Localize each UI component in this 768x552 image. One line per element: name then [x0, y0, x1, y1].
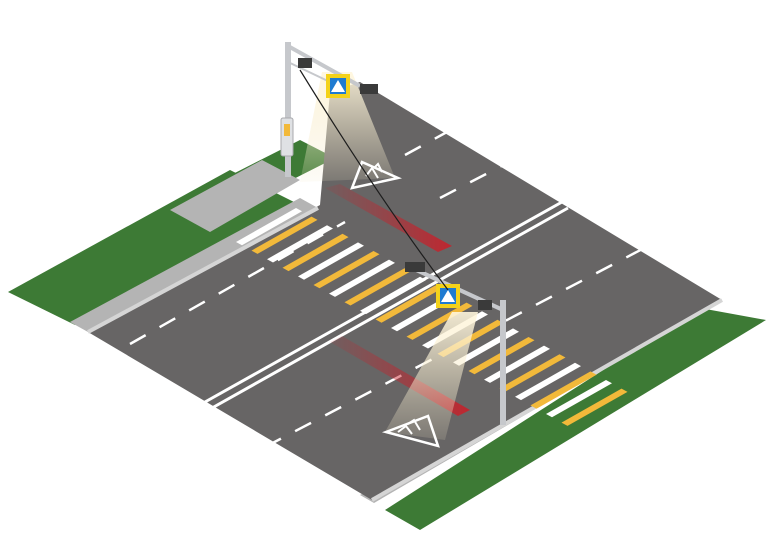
crosswalk-stripe	[282, 233, 349, 272]
crosswalk-stripe	[329, 259, 395, 297]
crosswalk-stripe	[406, 302, 473, 340]
crosswalk-stripe	[546, 380, 612, 418]
crosswalk-stripe	[267, 225, 333, 263]
light-beam-top	[300, 72, 395, 182]
crosswalk-stripe	[530, 371, 597, 409]
crosswalk-stripe	[236, 208, 302, 246]
gantry-bottom	[405, 262, 506, 425]
curb-left	[87, 206, 319, 334]
crosswalk-stripe	[313, 251, 380, 289]
center-line-b	[211, 206, 569, 410]
street-lamp-icon	[298, 58, 312, 68]
crosswalk-stripe	[515, 362, 581, 401]
street-lamp-icon	[360, 84, 378, 94]
light-beam-bottom	[385, 312, 478, 440]
stop-line-top	[325, 184, 452, 252]
pedestrian-road-marking-icon	[381, 414, 440, 448]
crosswalk-stripe	[344, 268, 411, 306]
street-lamp-icon	[405, 262, 425, 272]
gantry-top	[280, 42, 378, 177]
crosswalk-stripe	[298, 242, 364, 280]
crosswalk-stripe	[360, 276, 426, 315]
crosswalk-stripe	[375, 285, 442, 323]
pedestrian-road-marking-icon	[350, 160, 402, 190]
crosswalk-stripe	[561, 388, 628, 426]
sidewalk-top	[170, 160, 300, 232]
overhead-cable	[299, 69, 449, 291]
crosswalk-stripe	[499, 354, 566, 392]
crosswalk-stripe	[251, 216, 318, 254]
street-lamp-icon	[478, 300, 492, 310]
